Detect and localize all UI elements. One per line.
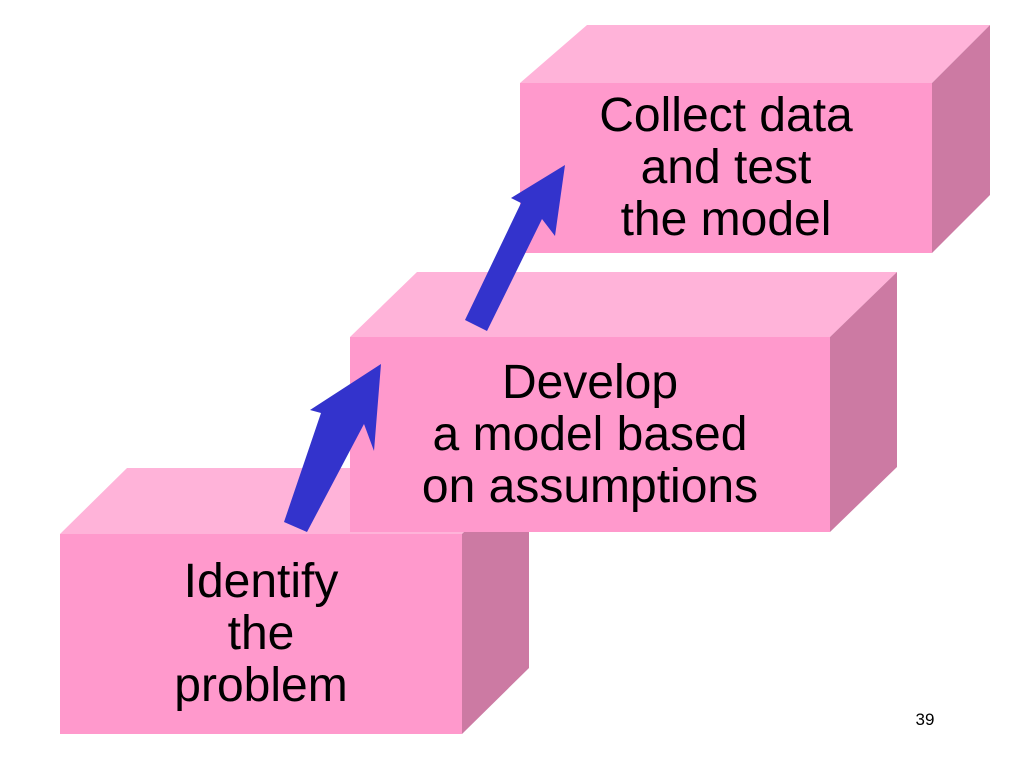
step-1-label: Identify the problem xyxy=(60,534,462,734)
page-number: 39 xyxy=(915,710,935,729)
arrow-step-1-to-2 xyxy=(284,364,381,532)
step-3-box-top xyxy=(520,25,990,83)
step-1-box-side xyxy=(462,468,529,734)
arrow-step-2-to-3 xyxy=(465,165,565,331)
step-3-line-1: Collect data xyxy=(599,89,853,142)
step-1-box-front xyxy=(60,534,462,734)
step-3-box xyxy=(520,25,990,253)
step-1-line-3: problem xyxy=(174,659,348,712)
step-2-box xyxy=(350,272,897,532)
step-2-box-front xyxy=(350,337,830,532)
step-3-label: Collect data and test the model xyxy=(520,83,932,253)
step-3-box-front xyxy=(520,83,932,253)
step-2-line-1: Develop xyxy=(501,355,679,409)
step-2-label: Develop a model based on assumptions xyxy=(350,337,830,532)
step-2-box-top xyxy=(350,272,897,337)
step-3-line-2: and test xyxy=(640,141,812,194)
step-2-line-2: a model based xyxy=(432,407,748,461)
step-2-line-3: on assumptions xyxy=(421,459,759,513)
step-3-line-3: the model xyxy=(620,193,832,246)
step-1-line-1: Identify xyxy=(183,555,339,608)
step-3-box-side xyxy=(932,25,990,253)
step-1-line-2: the xyxy=(227,607,295,660)
step-2-box-side xyxy=(830,272,897,532)
